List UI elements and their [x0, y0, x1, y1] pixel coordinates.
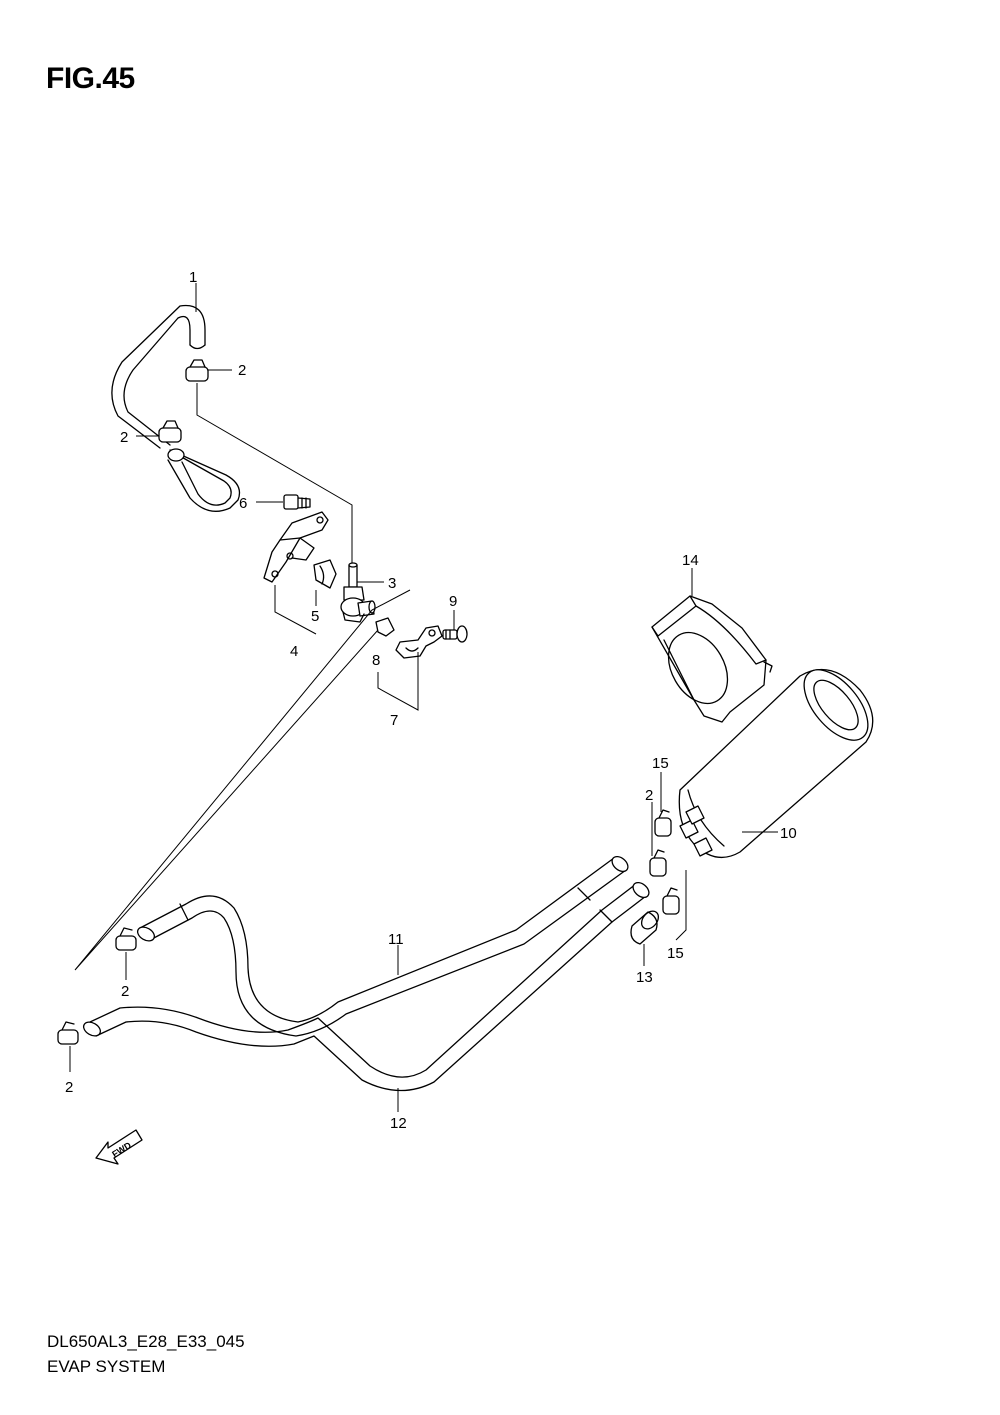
clamp-part-15-a	[654, 809, 672, 837]
clamp-part-2-b	[158, 420, 182, 443]
callout-8: 8	[372, 652, 380, 669]
callout-15b: 15	[667, 945, 684, 962]
callout-3: 3	[388, 575, 396, 592]
figure-name: EVAP SYSTEM	[47, 1357, 166, 1376]
clamp-part-8	[375, 617, 395, 637]
clamp-part-2-a	[185, 359, 209, 382]
callout-10: 10	[780, 825, 797, 842]
callout-1: 1	[189, 269, 197, 286]
hose-part-12	[82, 881, 650, 1092]
callout-7: 7	[390, 712, 398, 729]
callout-2c: 2	[645, 787, 653, 804]
cover-part-14	[651, 595, 773, 723]
screw-part-9	[442, 625, 468, 643]
clamp-part-2-e	[57, 1021, 79, 1045]
bracket-part-4	[263, 511, 329, 583]
forward-arrow-icon: FWD	[95, 1129, 143, 1165]
clamp-part-15-b	[662, 887, 680, 915]
callout-2d: 2	[121, 983, 129, 1000]
callout-2e: 2	[65, 1079, 73, 1096]
clamp-part-2-c	[649, 849, 667, 877]
callout-5: 5	[311, 608, 319, 625]
clamp-part-2-d	[115, 927, 137, 951]
callout-2a: 2	[238, 362, 246, 379]
callout-11: 11	[388, 931, 404, 948]
callout-4: 4	[290, 643, 298, 660]
hose-part-1	[111, 304, 241, 512]
clip-part-5	[313, 559, 337, 589]
figure-code: DL650AL3_E28_E33_045	[47, 1332, 245, 1351]
callout-13: 13	[636, 969, 653, 986]
callout-6: 6	[239, 495, 247, 512]
bolt-part-6	[283, 494, 311, 510]
callout-15a: 15	[652, 755, 669, 772]
callout-14: 14	[682, 552, 699, 569]
hose-part-13	[630, 910, 660, 945]
hose-part-11	[136, 855, 629, 1037]
callout-2b: 2	[120, 429, 128, 446]
callout-9: 9	[449, 593, 457, 610]
canister-part-10	[678, 668, 874, 859]
figure-title: FIG.45	[46, 62, 135, 95]
holder-part-7	[395, 625, 443, 659]
callout-12: 12	[390, 1115, 407, 1132]
